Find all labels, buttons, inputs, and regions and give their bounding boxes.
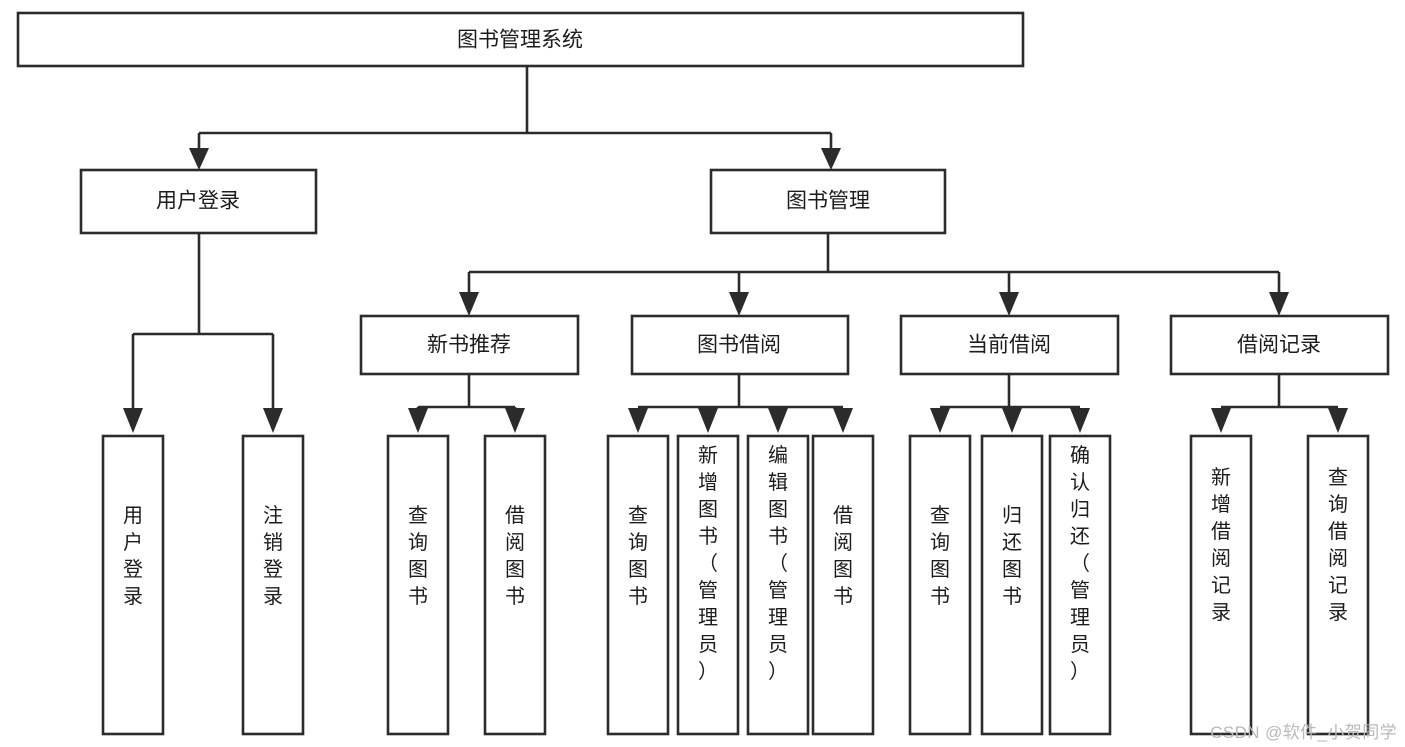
arrowhead-leaf-11 — [1070, 408, 1090, 433]
connector-group-newbook — [408, 374, 525, 433]
node-newbook-label: 新书推荐 — [427, 334, 511, 357]
arrowhead-leaf-9 — [930, 408, 950, 433]
node-login-box[interactable] — [79, 168, 318, 235]
node-leaf-4-label: 借阅图书 — [505, 504, 525, 608]
node-leaf-2[interactable]: 注销登录 — [241, 434, 305, 736]
connector-group-borrow — [628, 374, 853, 433]
node-leaf-12-label: 新增借阅记录 — [1211, 466, 1231, 624]
node-leaf-9[interactable]: 查询图书 — [908, 434, 972, 736]
node-leaf-8[interactable]: 借阅图书 — [811, 434, 875, 736]
node-leaf-1[interactable]: 用户登录 — [101, 434, 165, 736]
node-leaf-11-box[interactable] — [1048, 434, 1112, 736]
arrowhead-leaf-1 — [123, 408, 143, 433]
node-leaf-2-label: 注销登录 — [263, 504, 283, 608]
node-root-label: 图书管理系统 — [457, 29, 583, 52]
connector-group-login — [123, 233, 283, 433]
arrowhead-leaf-2 — [263, 408, 283, 433]
node-bookmgmt[interactable]: 图书管理 — [709, 168, 947, 235]
arrowhead-leaf-3 — [408, 408, 428, 433]
node-leaf-6-label: 新增图书（管理员） — [698, 444, 718, 683]
node-leaf-13-label: 查询借阅记录 — [1328, 466, 1348, 624]
arrowhead-leaf-5 — [628, 408, 648, 433]
arrowhead-leaf-13 — [1328, 408, 1348, 433]
connector-group-bookmgmt — [459, 233, 1289, 316]
node-leaf-12[interactable]: 新增借阅记录 — [1189, 434, 1253, 736]
node-leaf-4[interactable]: 借阅图书 — [483, 434, 547, 736]
node-records[interactable]: 借阅记录 — [1169, 314, 1390, 376]
node-bookmgmt-label: 图书管理 — [786, 190, 870, 213]
node-records-label: 借阅记录 — [1237, 334, 1321, 357]
arrowhead-newbook — [459, 292, 479, 316]
node-root[interactable]: 图书管理系统 — [16, 11, 1025, 68]
node-leaf-3-box[interactable] — [386, 434, 450, 736]
node-leaf-6-box[interactable] — [676, 434, 740, 736]
node-root-box[interactable] — [16, 11, 1025, 68]
arrowhead-records — [1269, 292, 1289, 316]
node-leaf-12-box[interactable] — [1189, 434, 1253, 736]
node-leaf-11-label: 确认归还（管理员） — [1070, 444, 1090, 683]
node-leaf-3-label: 查询图书 — [408, 504, 428, 608]
arrowhead-leaf-4 — [505, 408, 525, 433]
node-login[interactable]: 用户登录 — [79, 168, 318, 235]
node-newbook-box[interactable] — [359, 314, 580, 376]
node-newbook[interactable]: 新书推荐 — [359, 314, 580, 376]
node-borrow-box[interactable] — [630, 314, 850, 376]
node-leaf-13-box[interactable] — [1306, 434, 1370, 736]
node-leaf-13[interactable]: 查询借阅记录 — [1306, 434, 1370, 736]
node-leaf-11[interactable]: 确认归还（管理员） — [1048, 434, 1112, 736]
arrowhead-leaf-6 — [698, 408, 718, 433]
connector-group-records — [1211, 374, 1348, 433]
node-leaf-9-label: 查询图书 — [930, 504, 950, 608]
arrowhead-to-login — [189, 148, 209, 170]
connector-group-root — [189, 66, 841, 170]
node-leaf-7-label: 编辑图书（管理员） — [768, 444, 788, 683]
node-borrow-label: 图书借阅 — [697, 334, 781, 357]
node-leaf-4-box[interactable] — [483, 434, 547, 736]
node-leaf-8-label: 借阅图书 — [833, 504, 853, 608]
node-leaf-7[interactable]: 编辑图书（管理员） — [746, 434, 810, 736]
node-leaf-3[interactable]: 查询图书 — [386, 434, 450, 736]
arrowhead-leaf-7 — [768, 408, 788, 433]
node-leaf-9-box[interactable] — [908, 434, 972, 736]
node-bookmgmt-box[interactable] — [709, 168, 947, 235]
node-leaf-5-label: 查询图书 — [628, 504, 648, 608]
node-leaf-1-label: 用户登录 — [123, 505, 143, 608]
arrowhead-leaf-10 — [1002, 408, 1022, 433]
node-leaf-6[interactable]: 新增图书（管理员） — [676, 434, 740, 736]
node-current-box[interactable] — [899, 314, 1120, 376]
connector-group-current — [930, 374, 1090, 433]
node-current-label: 当前借阅 — [967, 334, 1051, 357]
node-leaf-5[interactable]: 查询图书 — [606, 434, 670, 736]
csdn-watermark: CSDN @软件_小贺同学 — [1210, 723, 1397, 742]
node-leaf-7-box[interactable] — [746, 434, 810, 736]
node-leaf-10[interactable]: 归还图书 — [980, 434, 1044, 736]
node-borrow[interactable]: 图书借阅 — [630, 314, 850, 376]
node-leaf-10-box[interactable] — [980, 434, 1044, 736]
arrowhead-current — [999, 292, 1019, 316]
node-leaf-5-box[interactable] — [606, 434, 670, 736]
node-current[interactable]: 当前借阅 — [899, 314, 1120, 376]
arrowhead-to-bookmgmt — [821, 148, 841, 170]
arrowhead-borrow — [729, 292, 749, 316]
arrowhead-leaf-12 — [1211, 408, 1231, 433]
node-login-label: 用户登录 — [156, 190, 240, 213]
node-leaf-2-box[interactable] — [241, 434, 305, 736]
node-leaf-1-box[interactable] — [101, 434, 165, 736]
node-records-box[interactable] — [1169, 314, 1390, 376]
node-leaf-8-box[interactable] — [811, 434, 875, 736]
arrowhead-leaf-8 — [833, 408, 853, 433]
node-leaf-10-label: 归还图书 — [1002, 504, 1022, 608]
